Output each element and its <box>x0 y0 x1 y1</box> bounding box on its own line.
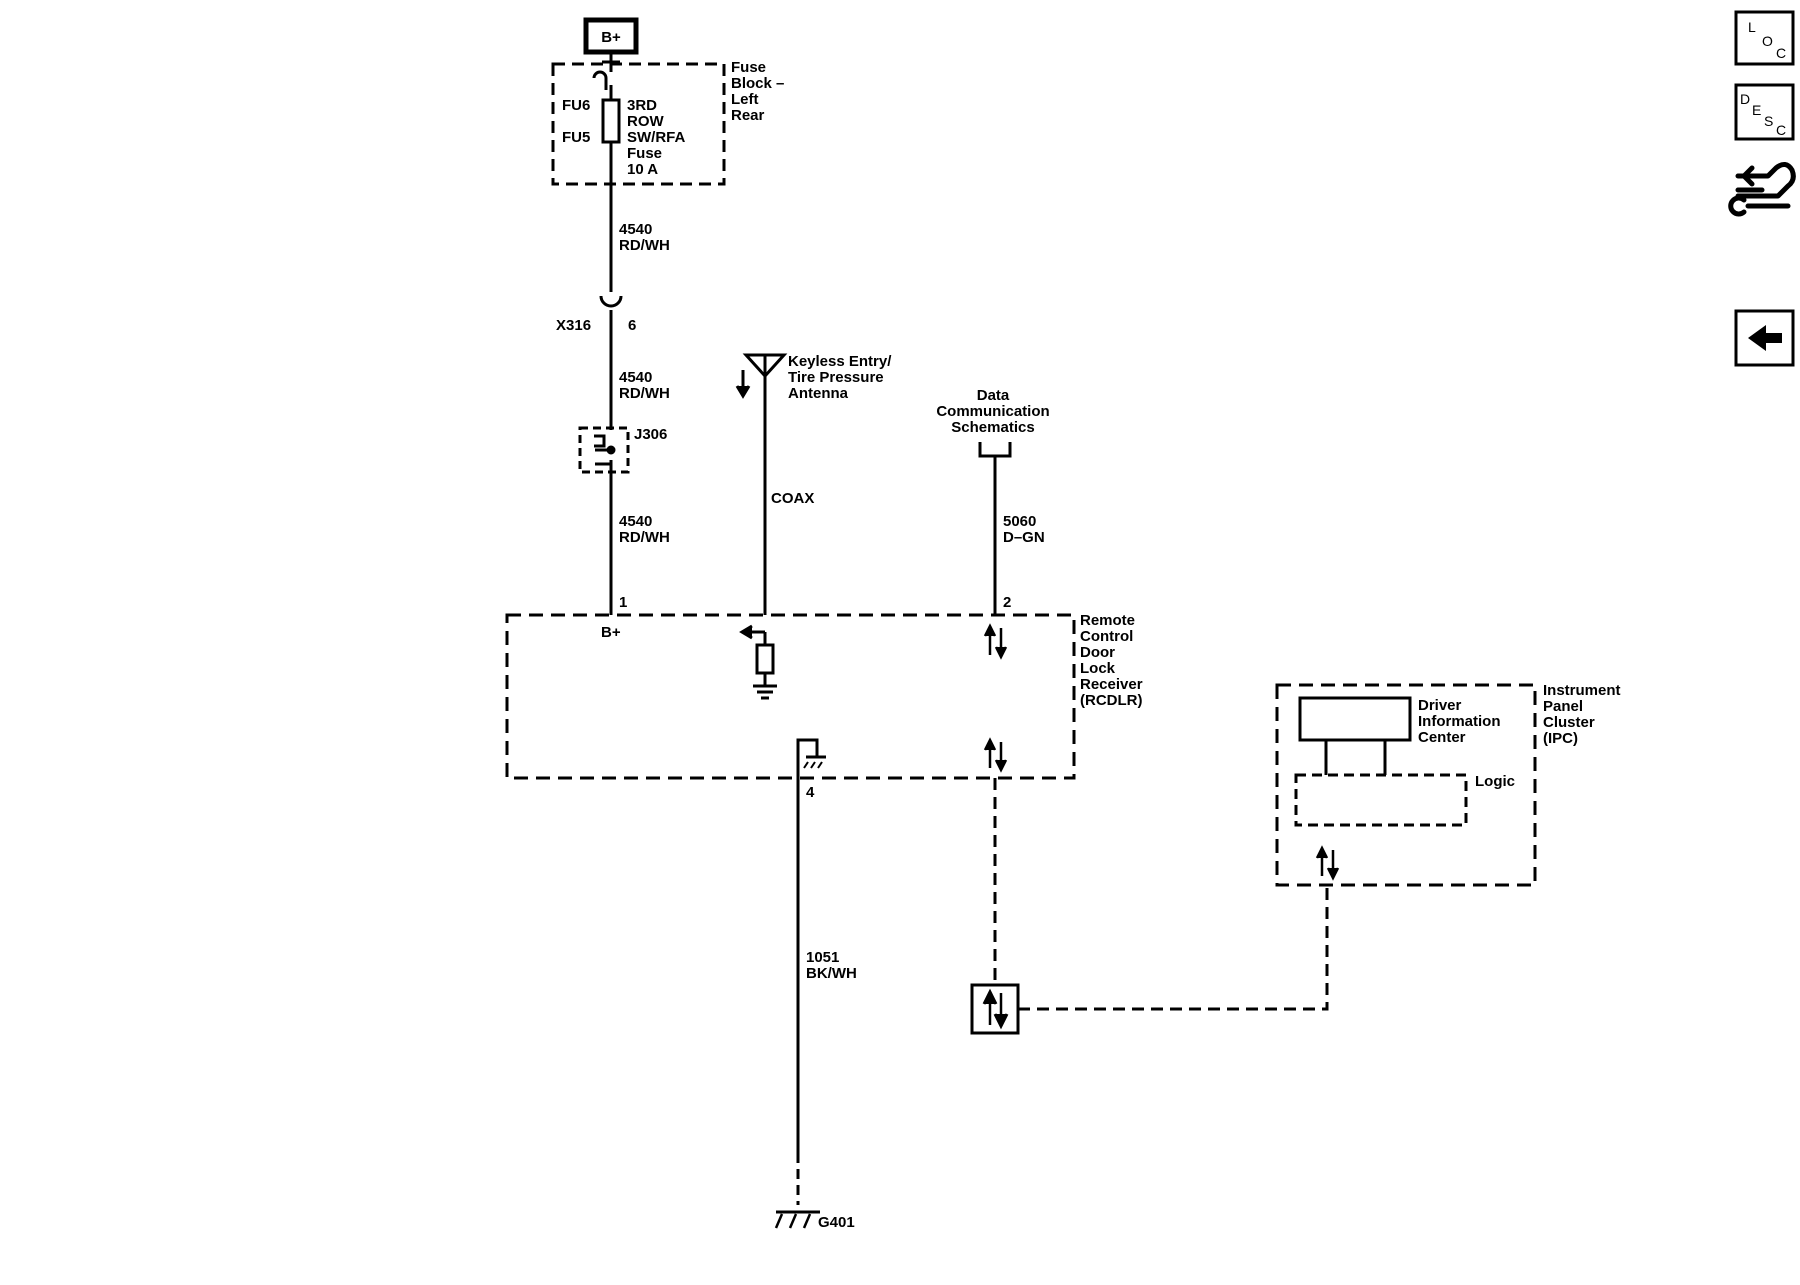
hand-wrench-icon <box>1728 162 1796 217</box>
svg-text:Control: Control <box>1080 628 1133 645</box>
location-button[interactable]: L O C <box>1734 10 1795 66</box>
connector-x316-label: X316 <box>556 317 591 334</box>
svg-text:Schematics: Schematics <box>951 419 1034 436</box>
svg-text:D–GN: D–GN <box>1003 529 1045 546</box>
svg-text:Fuse: Fuse <box>627 145 662 162</box>
rcdlr-ground-wire-1051 <box>774 738 826 1229</box>
rcdlr-module-outline <box>505 613 1076 780</box>
svg-text:4540: 4540 <box>619 513 652 530</box>
wire-label-w1: 4540 RD/WH <box>619 221 670 254</box>
svg-text:5060: 5060 <box>1003 513 1036 530</box>
antenna-symbol <box>735 353 788 615</box>
fuse-fu5-label: FU5 <box>562 129 590 146</box>
dic-display-box <box>1298 696 1412 742</box>
svg-text:(RCDLR): (RCDLR) <box>1080 692 1142 709</box>
svg-text:D: D <box>1740 91 1750 107</box>
dic-label: Driver Information Center <box>1418 697 1501 746</box>
svg-text:Lock: Lock <box>1080 660 1116 677</box>
ipc-logic-box <box>1294 773 1468 827</box>
rcdlr-pin-2: 2 <box>1003 594 1011 611</box>
fuse-fu6-label: FU6 <box>562 97 590 114</box>
svg-text:BK/WH: BK/WH <box>806 965 857 982</box>
connector-end-view-button[interactable] <box>1728 152 1796 222</box>
svg-text:Information: Information <box>1418 713 1501 730</box>
rcdlr-data-arrows <box>983 623 1008 773</box>
svg-text:RD/WH: RD/WH <box>619 237 670 254</box>
rcdlr-pin-4: 4 <box>806 784 815 801</box>
serial-data-link <box>970 778 1329 1035</box>
wire-label-w3: 4540 RD/WH <box>619 513 670 546</box>
splice-j306-label: J306 <box>634 426 667 443</box>
svg-text:SW/RFA: SW/RFA <box>627 129 685 146</box>
svg-text:4540: 4540 <box>619 221 652 238</box>
connector-x316-pin: 6 <box>628 317 636 334</box>
svg-text:Cluster: Cluster <box>1543 714 1595 731</box>
fuse-block-title: Fuse Block – Left Rear <box>731 59 784 124</box>
svg-text:C: C <box>1776 122 1786 138</box>
ipc-logic-label: Logic <box>1475 773 1515 790</box>
splice-j306 <box>578 426 630 474</box>
svg-text:Driver: Driver <box>1418 697 1462 714</box>
svg-text:Keyless Entry/: Keyless Entry/ <box>788 353 892 370</box>
svg-text:Remote: Remote <box>1080 612 1135 629</box>
ipc-module-outline <box>1275 683 1537 887</box>
svg-text:Communication: Communication <box>936 403 1049 420</box>
rcdlr-pin-1: 1 <box>619 594 627 611</box>
rcdlr-antenna-input <box>739 624 777 700</box>
svg-text:O: O <box>1762 33 1773 49</box>
svg-text:RD/WH: RD/WH <box>619 385 670 402</box>
wire-label-w4: 5060 D–GN <box>1003 513 1045 546</box>
svg-text:Left: Left <box>731 91 759 108</box>
rcdlr-label: Remote Control Door Lock Receiver (RCDLR… <box>1080 612 1143 709</box>
svg-text:4540: 4540 <box>619 369 652 386</box>
data-comm-wire-5060 <box>978 442 1012 615</box>
svg-text:(IPC): (IPC) <box>1543 730 1578 747</box>
svg-text:L: L <box>1748 19 1756 35</box>
rcdlr-bplus-label: B+ <box>601 624 621 641</box>
svg-text:Instrument: Instrument <box>1543 682 1621 699</box>
description-button[interactable]: D E S C <box>1734 83 1795 141</box>
svg-text:C: C <box>1776 45 1786 61</box>
ipc-data-arrows <box>1315 845 1340 881</box>
svg-text:ROW: ROW <box>627 113 665 130</box>
ground-g401-label: G401 <box>818 1214 855 1231</box>
svg-text:E: E <box>1752 102 1761 118</box>
data-comm-label: Data Communication Schematics <box>936 387 1049 436</box>
arrow-left-icon <box>1748 325 1782 351</box>
antenna-label: Keyless Entry/ Tire Pressure Antenna <box>788 353 892 402</box>
ipc-label: Instrument Panel Cluster (IPC) <box>1543 682 1621 747</box>
svg-text:10 A: 10 A <box>627 161 658 178</box>
feed-wire-4540 <box>592 52 623 615</box>
svg-text:Rear: Rear <box>731 107 765 124</box>
svg-text:Receiver: Receiver <box>1080 676 1143 693</box>
svg-text:Fuse: Fuse <box>731 59 766 76</box>
svg-text:Panel: Panel <box>1543 698 1583 715</box>
svg-text:RD/WH: RD/WH <box>619 529 670 546</box>
svg-text:Data: Data <box>977 387 1010 404</box>
svg-text:3RD: 3RD <box>627 97 657 114</box>
battery-source-label: B+ <box>601 29 621 46</box>
fuse-block-outline <box>551 62 726 186</box>
back-button[interactable] <box>1734 309 1795 367</box>
wire-label-w5: 1051 BK/WH <box>806 949 857 982</box>
svg-text:Center: Center <box>1418 729 1466 746</box>
svg-text:Antenna: Antenna <box>788 385 849 402</box>
svg-text:S: S <box>1764 113 1773 129</box>
svg-text:Block –: Block – <box>731 75 784 92</box>
svg-text:1051: 1051 <box>806 949 839 966</box>
svg-text:Tire Pressure: Tire Pressure <box>788 369 884 386</box>
fuse-rating-label: 3RD ROW SW/RFA Fuse 10 A <box>627 97 685 178</box>
svg-text:Door: Door <box>1080 644 1115 661</box>
coax-label: COAX <box>771 490 814 507</box>
wire-label-w2: 4540 RD/WH <box>619 369 670 402</box>
